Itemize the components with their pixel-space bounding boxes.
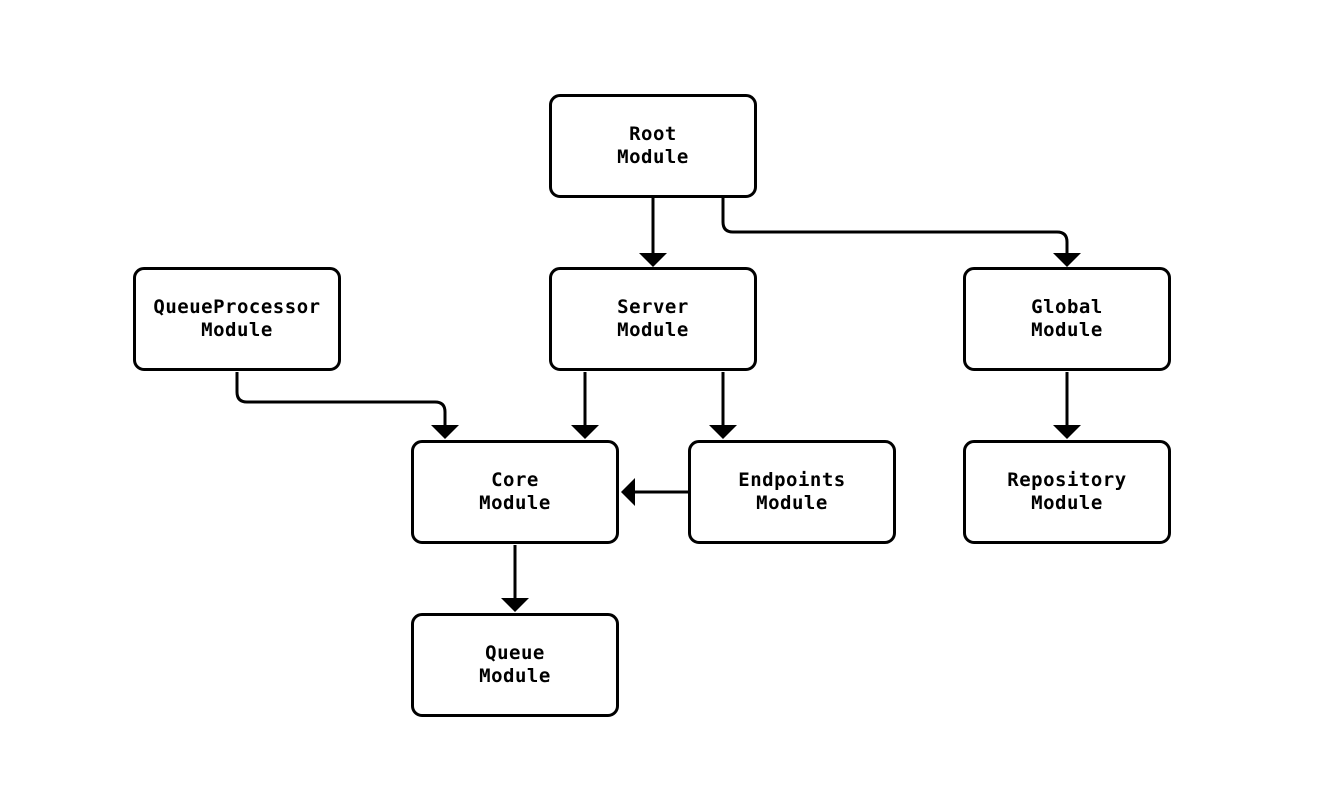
edge-queueprocessor-to-core [235,372,459,439]
edge-endpoints-to-core [621,478,688,506]
node-server-module-label: Server Module [617,296,689,341]
node-repository-module[interactable]: Repository Module [963,440,1171,544]
node-server-module[interactable]: Server Module [549,267,757,371]
node-root-module[interactable]: Root Module [549,94,757,198]
node-queue-module[interactable]: Queue Module [411,613,619,717]
edge-root-to-server [639,198,667,267]
edge-server-to-endpoints [709,372,737,439]
node-global-module[interactable]: Global Module [963,267,1171,371]
edge-server-to-core [571,372,599,439]
edge-core-to-queue [501,545,529,612]
node-core-module[interactable]: Core Module [411,440,619,544]
node-core-module-label: Core Module [479,469,551,514]
node-queueprocessor-module-label: QueueProcessor Module [153,296,321,341]
node-global-module-label: Global Module [1031,296,1103,341]
edge-global-to-repository [1053,372,1081,439]
node-endpoints-module[interactable]: Endpoints Module [688,440,896,544]
edge-root-to-global [721,198,1081,267]
node-queueprocessor-module[interactable]: QueueProcessor Module [133,267,341,371]
node-repository-module-label: Repository Module [1007,469,1127,514]
node-endpoints-module-label: Endpoints Module [738,469,846,514]
node-root-module-label: Root Module [617,123,689,168]
node-queue-module-label: Queue Module [479,642,551,687]
